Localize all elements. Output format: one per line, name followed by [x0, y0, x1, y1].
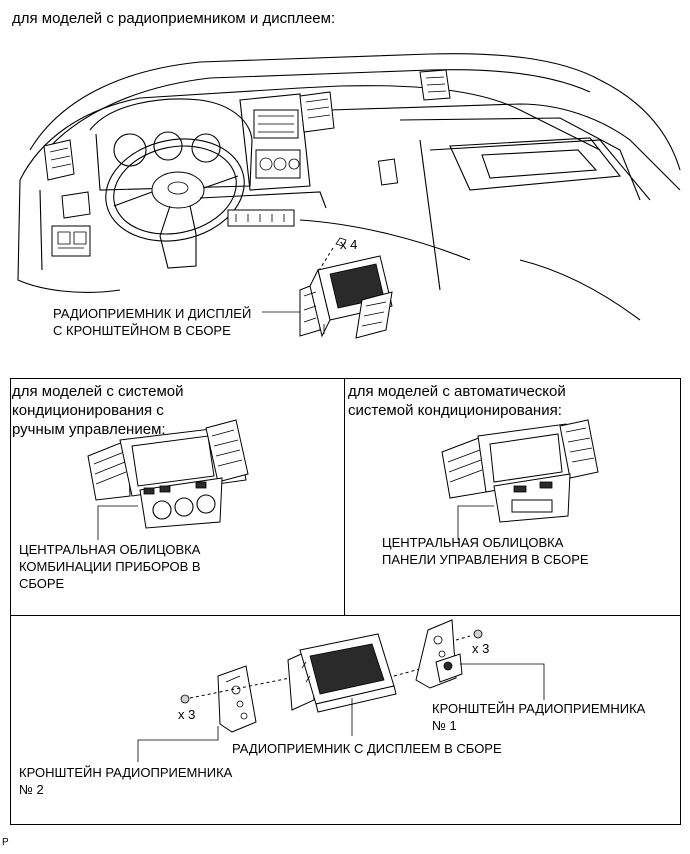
- right-panel-heading: для моделей с автоматической системой ко…: [348, 383, 566, 419]
- bracket-no1-leader: [460, 663, 545, 700]
- bracket-no1-illustration: [415, 619, 483, 689]
- left-part-leader: [97, 505, 138, 540]
- bracket-no2-label: КРОНШТЕЙН РАДИОПРИЕМНИКА № 2: [19, 765, 233, 797]
- bracket-no2-leader: [137, 726, 219, 762]
- bracket-no2-illustration: [180, 665, 291, 733]
- radio-display-unit-illustration: [287, 633, 447, 713]
- bracket-no1-label: КРОНШТЕЙН РАДИОПРИЕМНИКА № 1: [432, 701, 646, 733]
- dashboard-illustration: [17, 53, 681, 321]
- unit-label: РАДИОПРИЕМНИК С ДИСПЛЕЕМ В СБОРЕ: [232, 741, 502, 756]
- figure-code: P: [2, 837, 9, 848]
- auto-ac-bezel-illustration: [441, 419, 599, 523]
- right-part-leader: [457, 505, 494, 540]
- left-part-label: ЦЕНТРАЛЬНАЯ ОБЛИЦОВКА КОМБИНАЦИИ ПРИБОРО…: [19, 542, 201, 591]
- bottom-panel-frame: [10, 615, 681, 825]
- left-panel-heading: для моделей с системой кондиционирования…: [12, 383, 184, 438]
- top-radio-unit-illustration: [299, 237, 393, 339]
- top-assembly-label: РАДИОПРИЕМНИК И ДИСПЛЕЙ С КРОНШТЕЙНОМ В …: [53, 306, 252, 338]
- bottom-bolt-count-right: x 3: [472, 641, 490, 656]
- right-part-label: ЦЕНТРАЛЬНАЯ ОБЛИЦОВКА ПАНЕЛИ УПРАВЛЕНИЯ …: [382, 535, 589, 567]
- bottom-bolt-count-left: x 3: [178, 707, 196, 722]
- manual-ac-bezel-illustration: [87, 419, 249, 529]
- top-heading: для моделей с радиоприемником и дисплеем…: [12, 10, 336, 27]
- top-bolt-count: x 4: [340, 237, 358, 252]
